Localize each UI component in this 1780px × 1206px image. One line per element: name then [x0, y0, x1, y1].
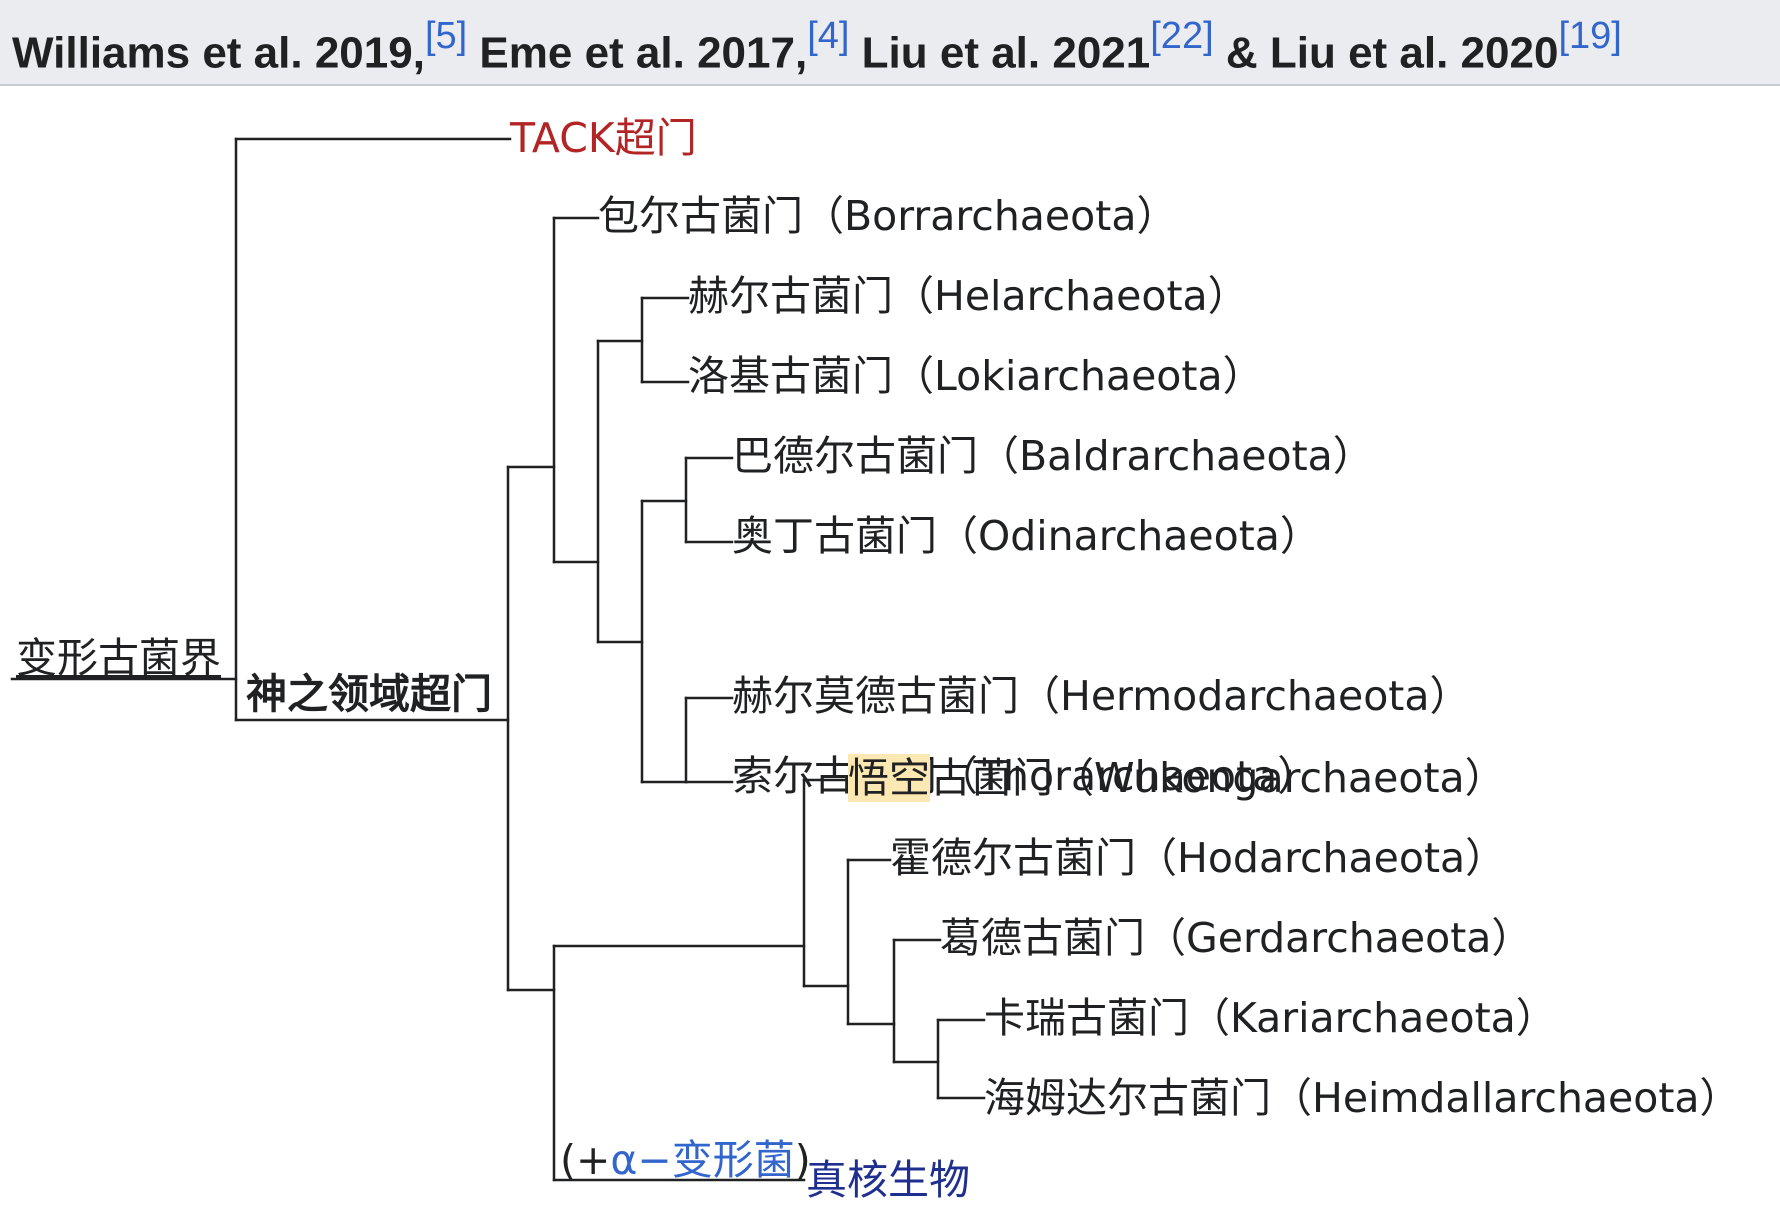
- taxon-lokiarchaeota: 洛基古菌门（Lokiarchaeota）: [688, 352, 1264, 400]
- ref-link-5[interactable]: [5]: [424, 15, 468, 57]
- ref-link-19[interactable]: [19]: [1558, 15, 1622, 57]
- ref-link-4[interactable]: [4]: [807, 15, 850, 57]
- taxon-thorarchaeota: 索尔古菌门（Thorarchaeota）: [732, 752, 1319, 800]
- tack-link[interactable]: TACK超门: [510, 114, 697, 162]
- taxon-helarchaeota: 赫尔古菌门（Helarchaeota）: [688, 272, 1249, 320]
- alpha-open-paren: (+: [560, 1136, 611, 1184]
- alpha-close-paren: ): [794, 1136, 811, 1184]
- taxon-odinarchaeota: 奥丁古菌门（Odinarchaeota）: [732, 512, 1321, 560]
- citation-liu-2021: Liu et al. 2021: [849, 28, 1151, 78]
- taxon-kariarchaeota: 卡瑞古菌门（Kariarchaeota）: [984, 994, 1557, 1042]
- taxon-wukongarchaeota: 悟空古菌门（Wukongarchaeota）: [848, 754, 1506, 802]
- citation-liu-2020: & Liu et al. 2020: [1213, 28, 1559, 78]
- ref-link-22[interactable]: [22]: [1150, 15, 1214, 57]
- wukong-highlight: 悟空: [848, 754, 930, 802]
- taxon-hodarchaeota: 霍德尔古菌门（Hodarchaeota）: [890, 834, 1507, 882]
- citation-line: Williams et al. 2019,[5] Eme et al. 2017…: [12, 12, 1622, 82]
- cladogram: 变形古菌界 神之领域超门 TACK超门 包尔古菌门（Borrarchaeota）…: [0, 86, 1780, 1206]
- citation-eme: Eme et al. 2017,: [467, 28, 808, 78]
- alpha-proteobacteria-link[interactable]: α−变形菌: [610, 1136, 795, 1184]
- taxon-borrarchaeota: 包尔古菌门（Borrarchaeota）: [598, 192, 1178, 240]
- alpha-proteobacteria-note: (+α−变形菌): [560, 1136, 811, 1184]
- eukaryota-link[interactable]: 真核生物: [806, 1156, 970, 1204]
- taxon-hermodarchaeota: 赫尔莫德古菌门（Hermodarchaeota）: [732, 672, 1471, 720]
- root-label-link[interactable]: 变形古菌界: [16, 634, 221, 682]
- cladogram-branches: [10, 137, 986, 1182]
- citation-williams: Williams et al. 2019,: [12, 28, 425, 78]
- asgard-label: 神之领域超门: [246, 670, 492, 718]
- wukong-rest: 古菌门（Wukongarchaeota）: [930, 754, 1506, 802]
- citation-header: Williams et al. 2019,[5] Eme et al. 2017…: [0, 0, 1780, 86]
- taxon-gerdarchaeota: 葛德古菌门（Gerdarchaeota）: [940, 914, 1533, 962]
- taxon-baldrarchaeota: 巴德尔古菌门（Baldrarchaeota）: [732, 432, 1374, 480]
- taxon-heimdallarchaeota: 海姆达尔古菌门（Heimdallarchaeota）: [984, 1074, 1741, 1122]
